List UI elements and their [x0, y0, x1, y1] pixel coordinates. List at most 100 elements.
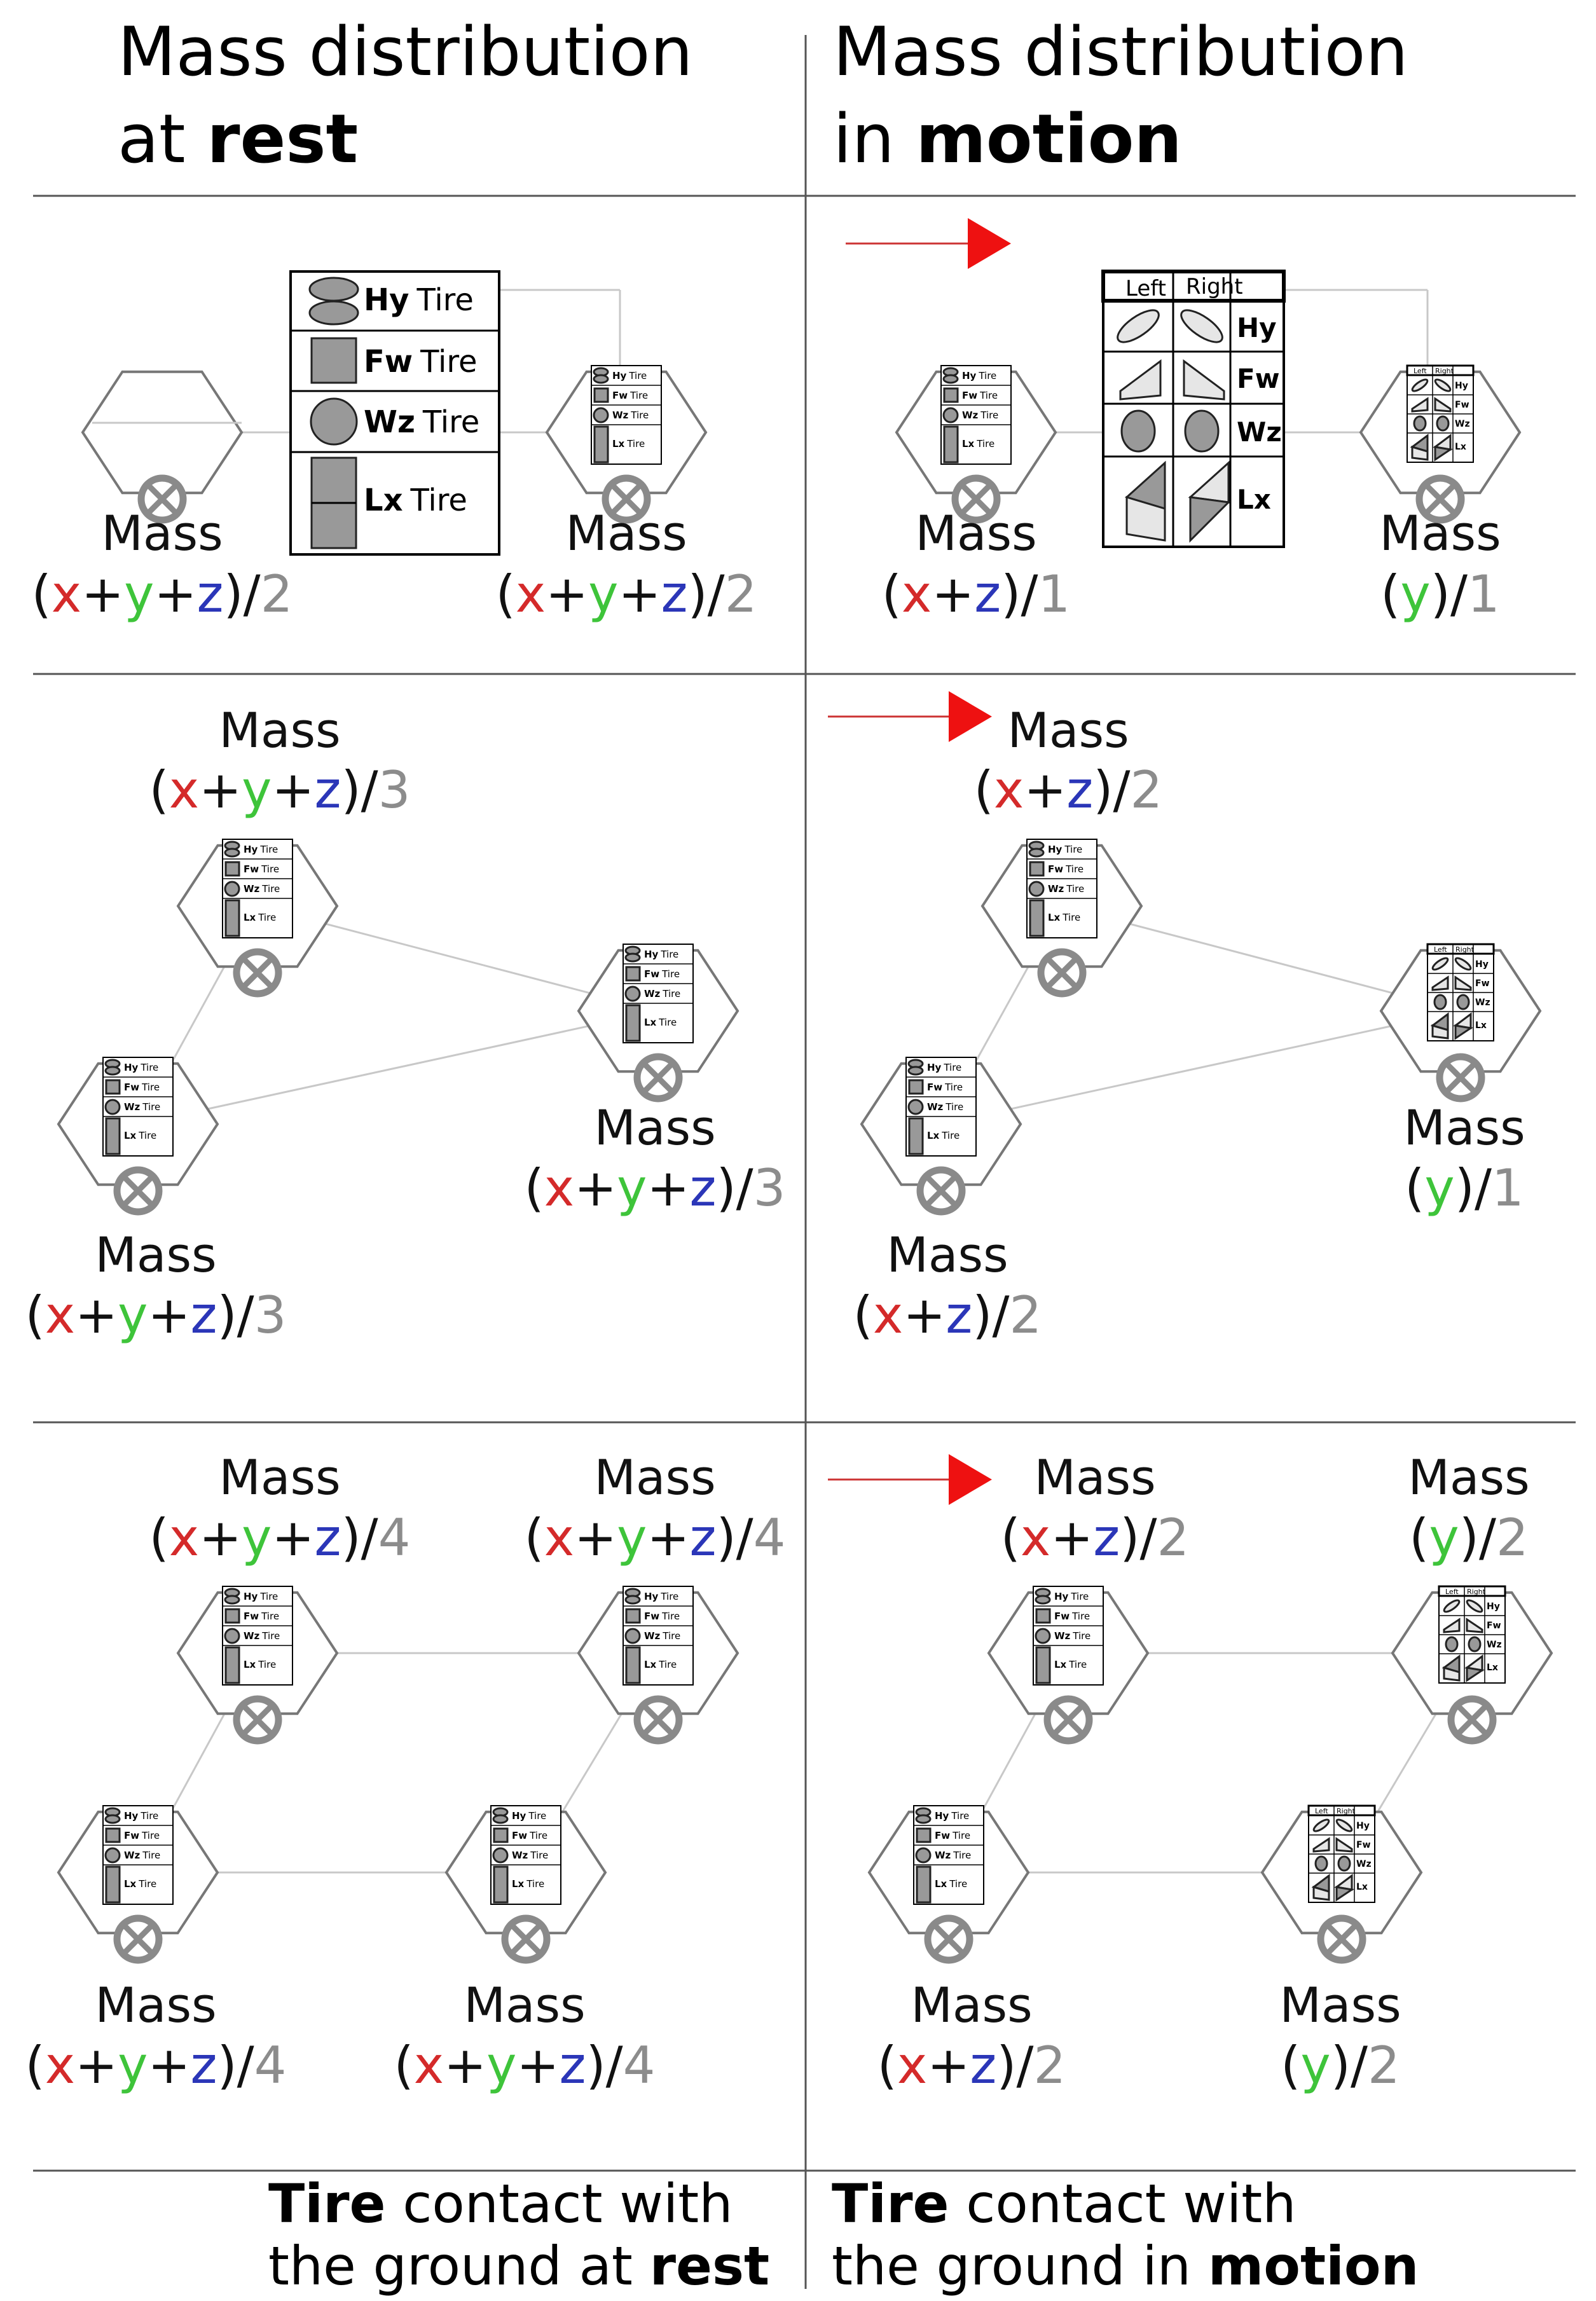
fw-tire-icon	[105, 1079, 121, 1095]
formula-term: +	[1050, 1508, 1093, 1567]
mini-tire-word: Tire	[660, 1591, 678, 1602]
formula-term: +	[574, 1508, 617, 1567]
mini-code-hy: Hy	[1455, 381, 1468, 391]
formula-term: 2	[1009, 1286, 1042, 1345]
formula-term: y	[486, 2036, 516, 2095]
left-column-label: Left	[1125, 276, 1166, 301]
wz-right-icon	[1184, 409, 1220, 453]
formula-term: +	[199, 1508, 242, 1567]
mini-tire-word: Tire	[630, 409, 649, 421]
formula-term: +	[574, 1158, 617, 1218]
formula-term: x	[1021, 1508, 1050, 1567]
hy-tire-icon	[907, 1066, 924, 1076]
wheel-icon	[1043, 1695, 1093, 1745]
wheel-icon	[633, 1695, 683, 1745]
lx-right-icon-lower	[1189, 496, 1231, 543]
mini-code: Wz	[644, 988, 661, 999]
wheel-spoke	[1424, 483, 1457, 516]
wz-tire-icon	[593, 407, 609, 423]
wheel-spoke	[1052, 1703, 1085, 1736]
formula-term: y	[588, 565, 618, 624]
formula-term: 2	[1496, 1508, 1529, 1567]
formula-term: )/	[1331, 2036, 1368, 2095]
mini-code: Wz	[512, 1850, 528, 1861]
formula-term: y	[124, 565, 154, 624]
mass-formula: (y)/1	[1380, 565, 1500, 624]
formula-term: +	[75, 2036, 118, 2095]
wheel-spoke	[1325, 1923, 1358, 1956]
right-column-label: Right	[1186, 274, 1243, 299]
formula-term: y	[1424, 1158, 1454, 1218]
formula-term: z	[314, 1508, 341, 1567]
mini-code-fw: Fw	[1455, 400, 1469, 410]
formula-term: z	[314, 760, 341, 820]
mini-code: Fw	[1048, 863, 1063, 875]
mini-tire-word: Tire	[530, 1850, 548, 1861]
lx-tire-icon	[224, 899, 240, 937]
wheel-icon	[233, 948, 282, 998]
mini-tire-word: Tire	[259, 844, 278, 855]
fw-left-icon	[1312, 1837, 1330, 1853]
formula-term: (	[31, 565, 51, 624]
wheel-icon	[233, 1695, 282, 1745]
mass-label: Mass	[219, 702, 340, 759]
formula-term: z	[974, 565, 1001, 624]
mini-tire-word: Tire	[138, 1130, 156, 1141]
formula-term: z	[196, 565, 223, 624]
wz-tire-icon	[310, 397, 358, 446]
formula-term: 4	[753, 1508, 786, 1567]
mass-formula: (x+z)/2	[877, 2036, 1066, 2095]
mass-formula: (x+y+z)/4	[394, 2036, 655, 2095]
mini-code: Fw	[962, 390, 977, 401]
lx-tire-icon	[105, 1865, 121, 1904]
mini-code: Wz	[935, 1850, 951, 1861]
lx-left-icon-lower	[1125, 495, 1166, 542]
formula-term: (	[1380, 565, 1400, 624]
hy-left-icon	[1312, 1818, 1330, 1832]
hy-right-icon	[1335, 1818, 1353, 1832]
hy-left-icon	[1443, 1599, 1461, 1613]
mini-tire-word: Tire	[261, 1611, 279, 1622]
mini-tire-word: Tire	[944, 1082, 963, 1093]
mini-code: Fw	[935, 1830, 950, 1841]
mini-code-lx: Lx	[1487, 1663, 1498, 1673]
wz-tire-icon	[1035, 1628, 1051, 1644]
mini-tire-word: Tire	[951, 1810, 969, 1822]
wheel-icon	[113, 1914, 163, 1964]
mini-code: Fw	[927, 1082, 942, 1093]
formula-term: x	[45, 2036, 75, 2095]
mini-code: Hy	[1048, 844, 1063, 855]
fw-tire-icon	[105, 1827, 121, 1843]
mini-tire-word: Tire	[658, 1017, 677, 1028]
mini-tire-word: Tire	[941, 1130, 960, 1141]
mass-node-rest-2-left: Mass(x+y+z)/2	[31, 370, 293, 624]
formula-term: z	[559, 2036, 586, 2095]
motion-header-line2: in motion	[833, 100, 1182, 178]
motion-header-keyword: motion	[916, 100, 1182, 178]
lx-tire-icon	[943, 425, 959, 464]
formula-term: (	[149, 1508, 169, 1567]
mini-code: Hy	[962, 370, 977, 381]
formula-term: )/	[1455, 1158, 1492, 1218]
wheel-spoke	[1045, 956, 1078, 989]
